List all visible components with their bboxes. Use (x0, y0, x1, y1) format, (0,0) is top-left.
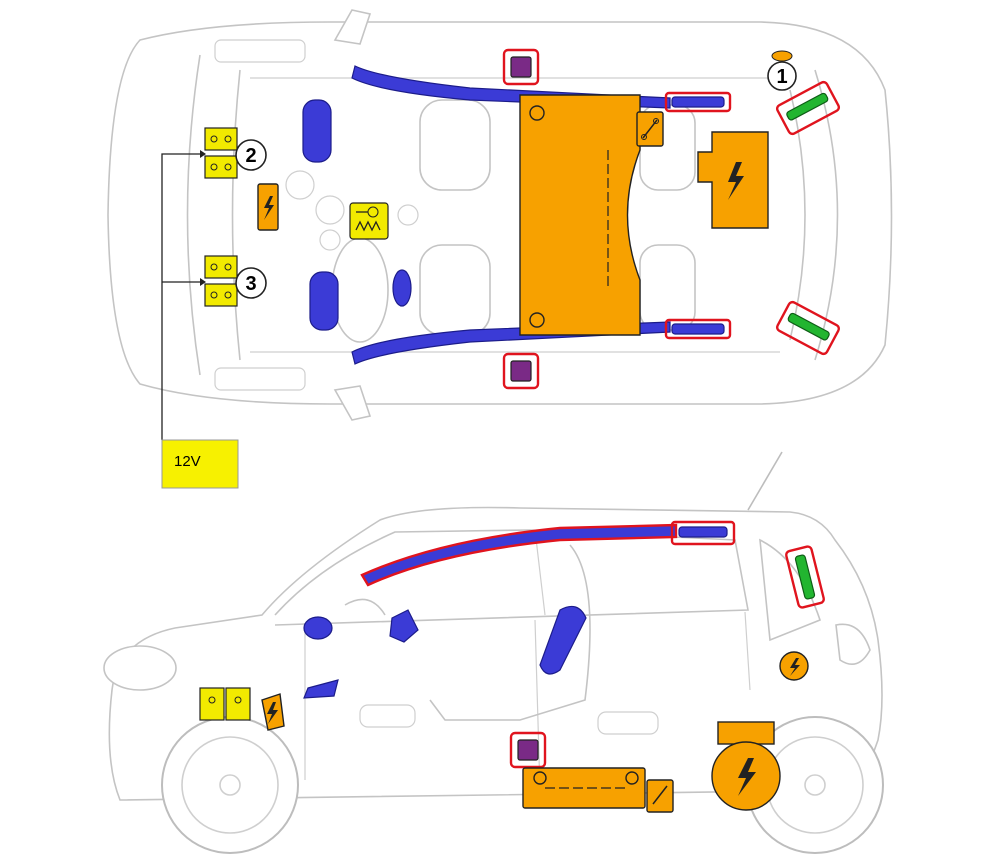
mirror-right (333, 385, 372, 421)
callout-1: 1 (767, 50, 797, 91)
callout-3-label: 3 (245, 273, 256, 295)
windows (274, 529, 749, 626)
hv-battery-top (519, 94, 641, 336)
callout-2: 2 (235, 139, 267, 171)
inflator-top-left (664, 91, 732, 113)
airbag-seat-side (539, 605, 587, 675)
airbag-dashboard-side (303, 616, 333, 640)
steering-wheel (331, 237, 389, 343)
spring-icon-side (646, 779, 674, 813)
seat-front-right (419, 244, 491, 336)
battery-12v-upper (204, 127, 238, 179)
spring-icon (636, 111, 664, 147)
battery-12v-label-box: 12V (161, 439, 239, 489)
airbag-steering-side (389, 609, 419, 643)
windshield (231, 69, 241, 361)
side-steering (344, 598, 386, 616)
callout-2-label: 2 (245, 145, 256, 167)
gas-inflator-icon (349, 202, 389, 240)
side-view (103, 451, 884, 854)
top-view: 1 2 3 12V (107, 9, 893, 489)
gas-strut-top-right (775, 300, 841, 356)
leader-line-12v (161, 153, 200, 440)
battery-12v-label: 12V (174, 453, 201, 470)
gas-strut-side (785, 545, 825, 609)
lightning-icon (728, 162, 744, 200)
gas-strut-top-left (775, 80, 841, 136)
callout-1-label: 1 (776, 66, 787, 88)
seat-front-left (419, 99, 491, 191)
rear-window (789, 89, 806, 341)
battery-12v-side (199, 687, 251, 721)
hood-line (186, 54, 201, 376)
airbag-steering (392, 269, 412, 307)
belt-tensioner-side (509, 731, 547, 769)
seat-rear-right (639, 244, 696, 331)
inflator-top-right (664, 318, 732, 340)
side-body-outline (108, 506, 883, 801)
battery-12v-lower (204, 255, 238, 307)
belt-tensioner-top-right (502, 352, 540, 390)
airbag-front-left (309, 271, 339, 331)
headlight (103, 645, 177, 691)
belt-tensioner-top-left (502, 48, 540, 86)
front-wheel (161, 716, 299, 854)
hv-component-rear-side (717, 721, 775, 745)
airbag-front-driver-knee (302, 99, 332, 163)
antenna (747, 451, 783, 511)
airbag-knee-side (303, 679, 339, 699)
hv-battery-side (522, 767, 646, 809)
side-seat (429, 544, 591, 721)
callout-3: 3 (235, 267, 267, 299)
mirror-left (333, 9, 372, 45)
inflator-side (670, 520, 736, 546)
rear-hatch (814, 69, 839, 361)
